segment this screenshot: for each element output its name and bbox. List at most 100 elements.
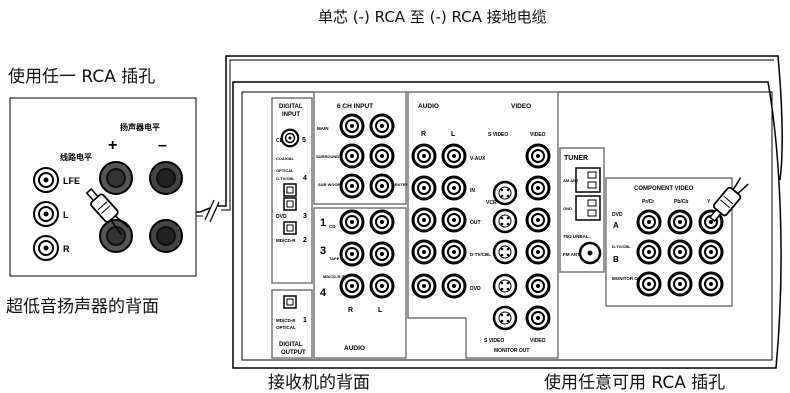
vcr-out-svideo (492, 208, 518, 234)
dtv-video (525, 239, 551, 265)
dtv-svideo (492, 239, 518, 265)
dtv-cbl-digital-label: D-TV/CBL (276, 176, 295, 181)
unbal-label: 75Ω UNBAL. (563, 234, 590, 239)
main-label: MAIN (317, 126, 329, 131)
vcr-in-l (441, 175, 467, 201)
dvd-svideo (492, 273, 518, 299)
dtv-av-label: D-TV/CBL (470, 252, 491, 257)
dtv-optical-port (283, 183, 297, 197)
monitor-out-video (525, 305, 551, 331)
dtv-cv-label: D-TV/CBL (612, 244, 631, 249)
6ch-input-label: 6 CH INPUT (337, 103, 373, 110)
monitor-y-jack (698, 271, 724, 297)
vcr-in-video (525, 175, 551, 201)
subwoofer-back-caption: 超低音扬声器的背面 (6, 297, 159, 317)
audio-header: AUDIO (418, 103, 439, 110)
tuner-label: TUNER (564, 155, 588, 162)
monitor-out-cv-label: MONITOR OUT (612, 276, 644, 281)
vcr-in-label: IN (470, 188, 475, 194)
monitor-out-svideo (492, 305, 518, 331)
6ch-center-jack (369, 173, 395, 199)
speaker-terminal-plus-bottom (99, 219, 133, 253)
dtv-audio-r (411, 239, 437, 265)
fm-ant-label: FM ANT (563, 252, 580, 257)
pb-label: Pb/Cb (674, 199, 688, 205)
y-label: Y (707, 199, 711, 205)
surround-label: SURROUND (316, 154, 339, 159)
vcr-in-r (411, 175, 437, 201)
speaker-terminal-plus-top (99, 161, 133, 195)
center-label: CENTER (392, 182, 409, 187)
dvd-video (525, 273, 551, 299)
video-header: VIDEO (511, 103, 531, 110)
vcr-out-l (441, 207, 467, 233)
right-any-jack-caption: 使用任意可用 RCA 插孔 (544, 373, 726, 393)
dtv-pb-jack (667, 239, 693, 265)
6ch-surround-r (369, 143, 395, 169)
plus-label: + (108, 137, 117, 154)
audio-r-col-label: R (421, 131, 426, 138)
tape-play-r (369, 241, 395, 267)
r-label: R (63, 244, 70, 254)
vcr-out-r (411, 207, 437, 233)
digital-output-label-1: DIGITAL (279, 342, 303, 348)
lfe-jack (33, 167, 59, 193)
minus-label: – (158, 137, 167, 154)
component-video-label: COMPONENT VIDEO (634, 186, 694, 192)
monitor-pb-jack (667, 271, 693, 297)
digital-out-1: 1 (303, 317, 307, 324)
svideo-header: S VIDEO (488, 132, 508, 138)
video-bottom-label: VIDEO (530, 338, 546, 344)
mdcdr-out-label: MD/CD-R (276, 318, 296, 323)
dvd-av-label: DVD (470, 286, 481, 292)
dvd-pb-jack (667, 209, 693, 235)
audio-in-2: 3 (320, 245, 326, 257)
monitor-out-label: MONITOR OUT (494, 348, 529, 354)
dtv-audio-l (441, 239, 467, 265)
dvd-audio-l (441, 273, 467, 299)
digital-in-3: 3 (303, 213, 307, 220)
cd-audio-r (369, 209, 395, 235)
subwoofer-in-label: SUB WOOFER (318, 182, 346, 187)
vcr-in-svideo (492, 180, 518, 206)
vcr-out-video (525, 207, 551, 233)
dtv-pr-jack (636, 239, 662, 265)
digital-in-2: 2 (303, 237, 307, 244)
vcr-out-label: OUT (470, 220, 481, 226)
lfe-label: LFE (63, 176, 80, 186)
gnd-label: GND (563, 206, 572, 211)
digital-in-5: 5 (302, 137, 306, 144)
dvd-pr-jack (636, 209, 662, 235)
digital-in-4: 4 (303, 175, 307, 182)
monitor-pr-jack (636, 271, 662, 297)
dvd-cv-label: DVD (612, 212, 623, 218)
digital-output-label-2: OUTPUT (281, 350, 306, 356)
speaker-terminal-minus-bottom (149, 219, 183, 253)
dvd-audio-r (411, 273, 437, 299)
vaux-label: V-AUX (470, 156, 486, 162)
video-col-header: VIDEO (530, 132, 546, 138)
dtv-y-jack (698, 239, 724, 265)
mdcdr-play-label: MD/CD-R (PLAY) (323, 274, 355, 279)
tape-play-l (339, 241, 365, 267)
vcr-label: VCR (486, 200, 497, 206)
digital-input-label-2: INPUT (282, 112, 300, 118)
optical-output-label: OPTICAL (276, 325, 296, 330)
cv-a-label: A (613, 221, 619, 230)
audio-l-label: L (378, 307, 383, 314)
am-ant-label: AM ANT (563, 178, 579, 183)
vaux-video (525, 143, 551, 169)
vaux-audio-r (411, 143, 437, 169)
audio-in-4: 4 (320, 287, 327, 299)
cd-digital-label: CD (276, 138, 284, 144)
dvd-optical-port (283, 197, 297, 211)
audio-bottom-label: AUDIO (344, 345, 365, 352)
6ch-main-r (369, 113, 395, 139)
optical-input-label: OPTICAL (276, 168, 294, 173)
mdcdr-optical-out-port (283, 295, 297, 309)
mdcdr-play-l (339, 273, 365, 299)
left-any-jack-caption: 使用任一 RCA 插孔 (8, 67, 156, 87)
6ch-sub-jack (339, 173, 365, 199)
r-jack (33, 235, 59, 261)
